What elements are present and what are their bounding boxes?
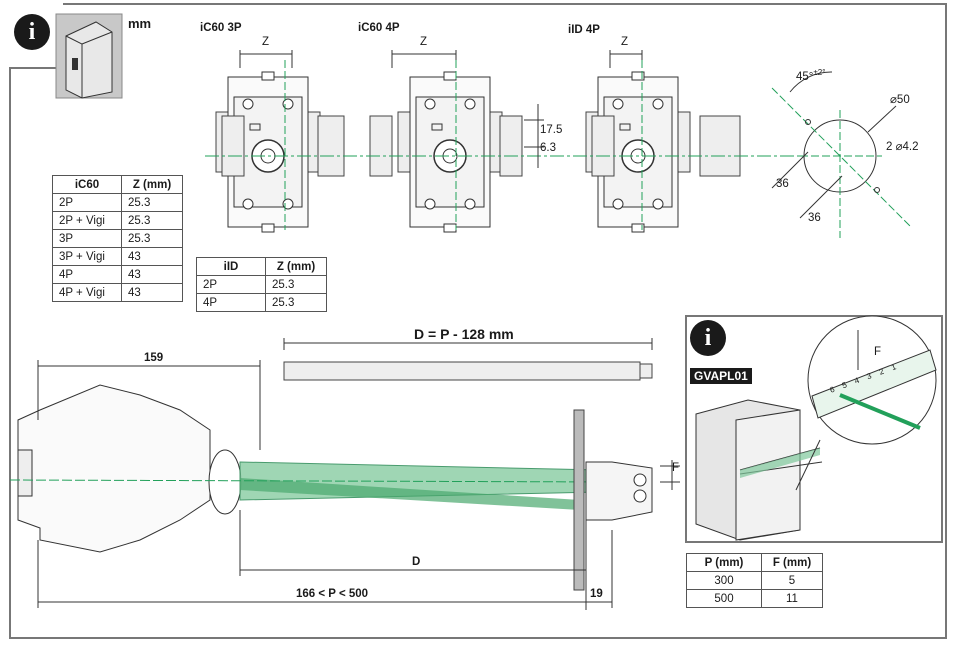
- view-ic60-3p: [215, 50, 345, 233]
- dim-range: 166 < P < 500: [296, 588, 369, 600]
- table-cell: 43: [121, 283, 183, 302]
- table-cell: 4P: [52, 265, 122, 284]
- dim-f-detail: F: [874, 346, 882, 358]
- scale-tick: 4: [853, 375, 861, 386]
- drill-pattern: [771, 71, 911, 238]
- holes-label: 2 ⌀4.2: [886, 141, 919, 153]
- table-header: Z (mm): [121, 175, 183, 194]
- info-icon: i: [14, 14, 50, 50]
- title-ic60-3p: iC60 3P: [200, 22, 242, 34]
- title-ic60-4p: iC60 4P: [358, 22, 400, 34]
- table-cell: 2P: [52, 193, 122, 212]
- enclosure-thumbnail: [55, 13, 123, 99]
- z-dim-ic60-4p: Z: [420, 36, 428, 48]
- side-view: [9, 360, 680, 610]
- view-iid-4p: [585, 50, 741, 233]
- table-cell: 2P + Vigi: [52, 211, 122, 230]
- table-cell: 3P: [52, 229, 122, 248]
- table-cell: 2P: [196, 275, 266, 294]
- table-cell: 25.3: [121, 211, 183, 230]
- table-header: F (mm): [761, 553, 823, 572]
- table-header: iID: [196, 257, 266, 276]
- scale-tick: 3: [865, 371, 873, 382]
- angle-label: 45°±2°: [796, 68, 825, 83]
- z-dim-ic60-3p: Z: [262, 36, 270, 48]
- table-cell: 25.3: [265, 275, 327, 294]
- angle-value: 45°: [796, 70, 814, 83]
- scale-tick: 5: [840, 380, 849, 391]
- table-cell: 11: [761, 589, 823, 608]
- z-dim-iid-4p: Z: [621, 36, 629, 48]
- table-header: P (mm): [686, 553, 762, 572]
- dim-36-y: 36: [808, 212, 821, 224]
- table-cell: 4P: [196, 293, 266, 312]
- shaft-drawing: [283, 338, 653, 381]
- tool-label: GVAPL01: [690, 368, 752, 384]
- dim-17-5: 17.5: [540, 124, 563, 136]
- detail-inset: [685, 315, 943, 543]
- dim-f-side: F: [672, 462, 680, 474]
- table-header: Z (mm): [265, 257, 327, 276]
- table-cell: 300: [686, 571, 762, 590]
- dim-159: 159: [144, 352, 164, 364]
- title-iid-4p: iID 4P: [568, 24, 600, 36]
- info-icon-detail: i: [690, 320, 726, 356]
- dim-36-x: 36: [776, 178, 789, 190]
- table-cell: 25.3: [121, 229, 183, 248]
- table-cell: 5: [761, 571, 823, 590]
- dim-d: D: [412, 556, 421, 568]
- table-cell: 3P + Vigi: [52, 247, 122, 266]
- view-ic60-4p: [369, 50, 523, 233]
- table-cell: 43: [121, 247, 183, 266]
- scale-tick: 2: [877, 366, 886, 377]
- table-cell: 25.3: [265, 293, 327, 312]
- unit-label: mm: [128, 16, 152, 31]
- table-cell: 43: [121, 265, 183, 284]
- table-cell: 4P + Vigi: [52, 283, 122, 302]
- shaft-formula: D = P - 128 mm: [414, 326, 514, 342]
- dim-6-3: 6.3: [540, 142, 556, 154]
- diameter-label: ⌀50: [890, 94, 910, 106]
- dim-19: 19: [590, 588, 603, 600]
- table-cell: 500: [686, 589, 762, 608]
- table-cell: 25.3: [121, 193, 183, 212]
- table-header: iC60: [52, 175, 122, 194]
- angle-tolerance: ±2°: [813, 68, 826, 77]
